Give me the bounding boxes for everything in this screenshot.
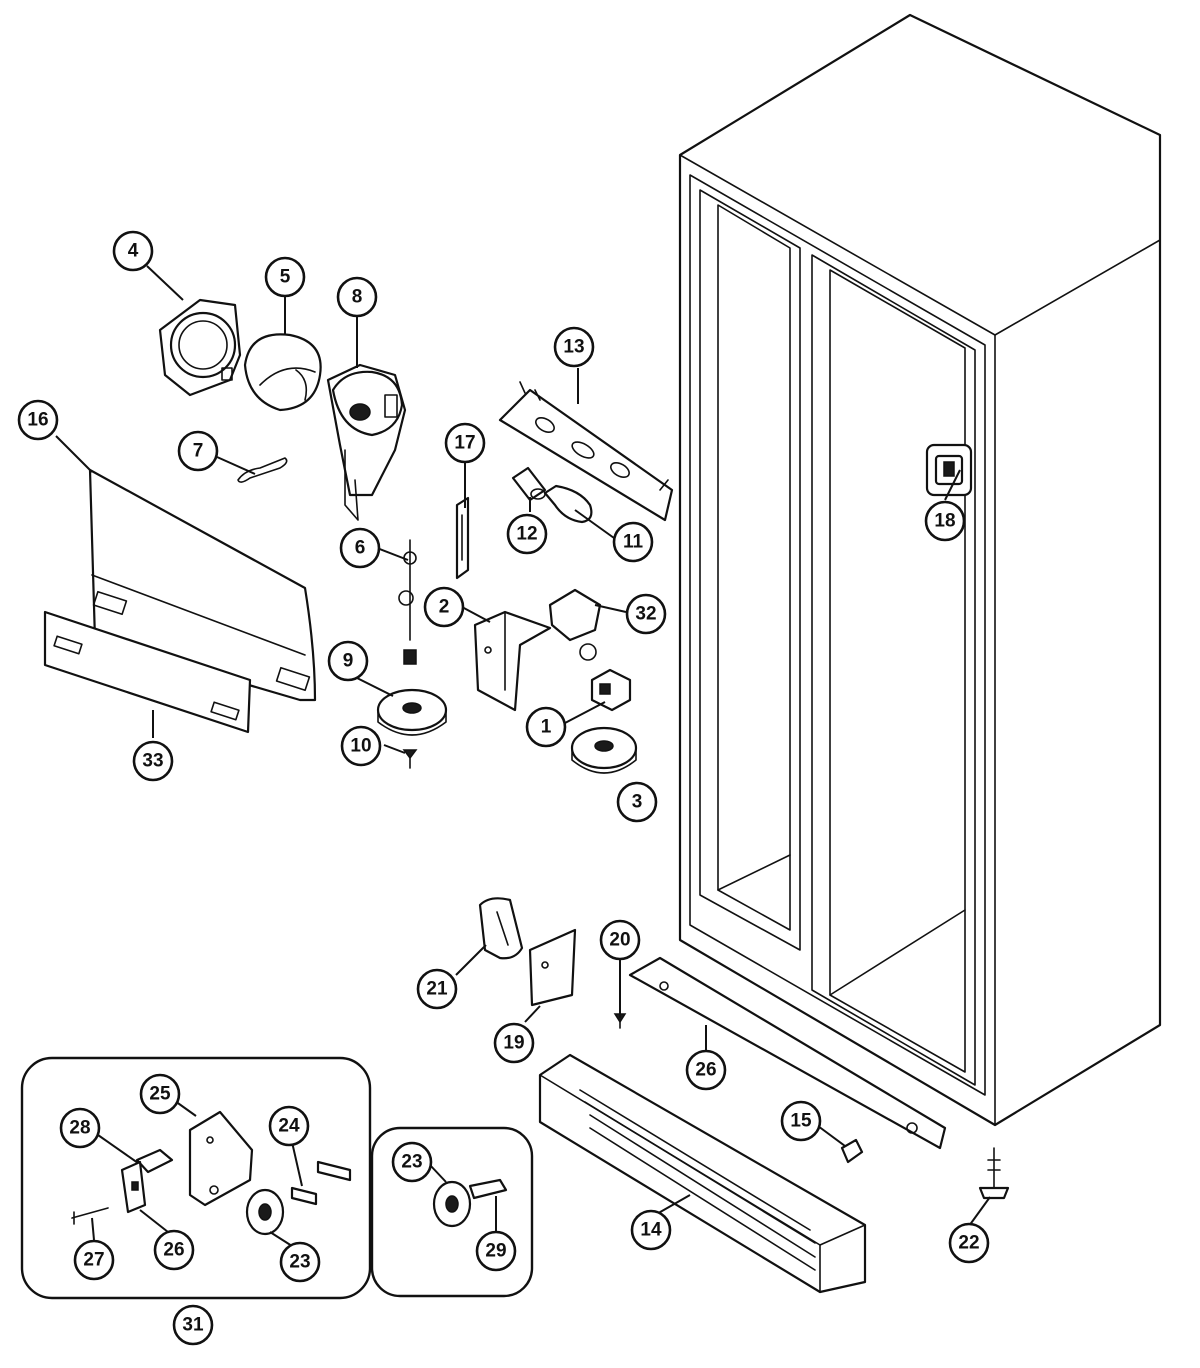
callout-29: 29 — [475, 1230, 517, 1272]
svg-text:11: 11 — [623, 532, 644, 553]
part-8-actuator-assembly — [326, 363, 407, 521]
callout-6: 6 — [339, 527, 381, 569]
part-33-plate — [43, 610, 252, 734]
callout-26-rail: 26 — [685, 1049, 727, 1091]
svg-text:22: 22 — [958, 1233, 979, 1254]
svg-text:32: 32 — [635, 604, 656, 625]
part-2-cover — [473, 610, 552, 712]
svg-text:20: 20 — [609, 930, 630, 951]
svg-text:16: 16 — [27, 410, 48, 431]
callout-18: 18 — [924, 500, 966, 542]
part-21-cover — [478, 897, 524, 960]
callout-11: 11 — [612, 521, 654, 563]
svg-text:4: 4 — [128, 241, 139, 262]
part-32-switch — [548, 588, 602, 661]
part-10-screw — [402, 749, 418, 769]
callout-8: 8 — [336, 276, 378, 318]
part-26-rail — [628, 956, 947, 1150]
callout-32: 32 — [625, 593, 667, 635]
callout-17: 17 — [444, 422, 486, 464]
part-13-bracket — [498, 381, 674, 522]
svg-text:12: 12 — [516, 524, 537, 545]
svg-text:24: 24 — [278, 1116, 300, 1137]
svg-text:18: 18 — [934, 511, 955, 532]
svg-text:33: 33 — [142, 751, 163, 772]
callout-15: 15 — [780, 1100, 822, 1142]
svg-text:31: 31 — [182, 1315, 204, 1336]
svg-text:17: 17 — [454, 433, 475, 454]
callout-21: 21 — [416, 968, 458, 1010]
callout-24: 24 — [268, 1105, 310, 1147]
part-5-cap — [243, 333, 322, 412]
callout-3: 3 — [616, 781, 658, 823]
callout-2: 2 — [423, 586, 465, 628]
callout-23-group31: 23 — [279, 1241, 321, 1283]
part-6-harness — [398, 539, 417, 665]
callout-12: 12 — [506, 513, 548, 555]
leader-lines — [55, 265, 991, 1247]
svg-text:10: 10 — [350, 736, 371, 757]
svg-text:26: 26 — [163, 1240, 184, 1261]
svg-text:23: 23 — [401, 1152, 422, 1173]
svg-text:23: 23 — [289, 1252, 310, 1273]
svg-text:14: 14 — [640, 1220, 662, 1241]
callout-27: 27 — [73, 1239, 115, 1281]
svg-text:15: 15 — [790, 1111, 812, 1132]
group-23-29-assembly — [370, 1126, 534, 1298]
svg-text:27: 27 — [83, 1250, 104, 1271]
callout-25: 25 — [139, 1073, 181, 1115]
svg-text:21: 21 — [426, 979, 448, 1000]
svg-text:3: 3 — [632, 792, 643, 813]
callout-19: 19 — [493, 1022, 535, 1064]
part-17-bracket — [455, 496, 470, 580]
callout-31: 31 — [172, 1304, 214, 1346]
part-19-bracket — [528, 928, 577, 1007]
part-12-socket — [511, 466, 547, 502]
svg-text:2: 2 — [439, 597, 450, 618]
part-3-pulley — [570, 726, 638, 774]
svg-text:9: 9 — [343, 651, 354, 672]
part-18-door-switch — [925, 443, 973, 497]
svg-text:26: 26 — [695, 1060, 716, 1081]
callout-4: 4 — [112, 230, 154, 272]
svg-text:6: 6 — [355, 538, 366, 559]
part-22-leveling-leg — [978, 1147, 1010, 1200]
svg-text:19: 19 — [503, 1033, 524, 1054]
callout-28: 28 — [59, 1107, 101, 1149]
callout-23-group: 23 — [391, 1141, 433, 1183]
callout-10: 10 — [340, 725, 382, 767]
callout-26-small-bracket: 26 — [153, 1229, 195, 1271]
callout-33: 33 — [132, 740, 174, 782]
part-1-switch — [590, 668, 632, 712]
callout-5: 5 — [264, 256, 306, 298]
callout-13: 13 — [553, 326, 595, 368]
part-15-clip — [840, 1138, 864, 1164]
callout-7: 7 — [177, 430, 219, 472]
svg-text:28: 28 — [69, 1118, 90, 1139]
callout-1: 1 — [525, 706, 567, 748]
part-4-housing — [158, 298, 242, 397]
svg-text:8: 8 — [352, 287, 363, 308]
svg-text:25: 25 — [149, 1084, 171, 1105]
callout-16: 16 — [17, 399, 59, 441]
part-16-panel — [88, 468, 317, 702]
svg-text:5: 5 — [280, 267, 291, 288]
svg-text:1: 1 — [541, 717, 552, 738]
svg-text:13: 13 — [563, 337, 584, 358]
svg-text:29: 29 — [485, 1241, 506, 1262]
part-14-grille — [538, 1053, 867, 1294]
callout-9: 9 — [327, 640, 369, 682]
svg-text:7: 7 — [193, 441, 204, 462]
refrigerator-cabinet — [678, 13, 1162, 1127]
part-9-pulley — [376, 688, 448, 736]
group-31-assembly — [20, 1056, 372, 1300]
callout-22: 22 — [948, 1222, 990, 1264]
callout-14: 14 — [630, 1209, 672, 1251]
callout-20: 20 — [599, 919, 641, 961]
